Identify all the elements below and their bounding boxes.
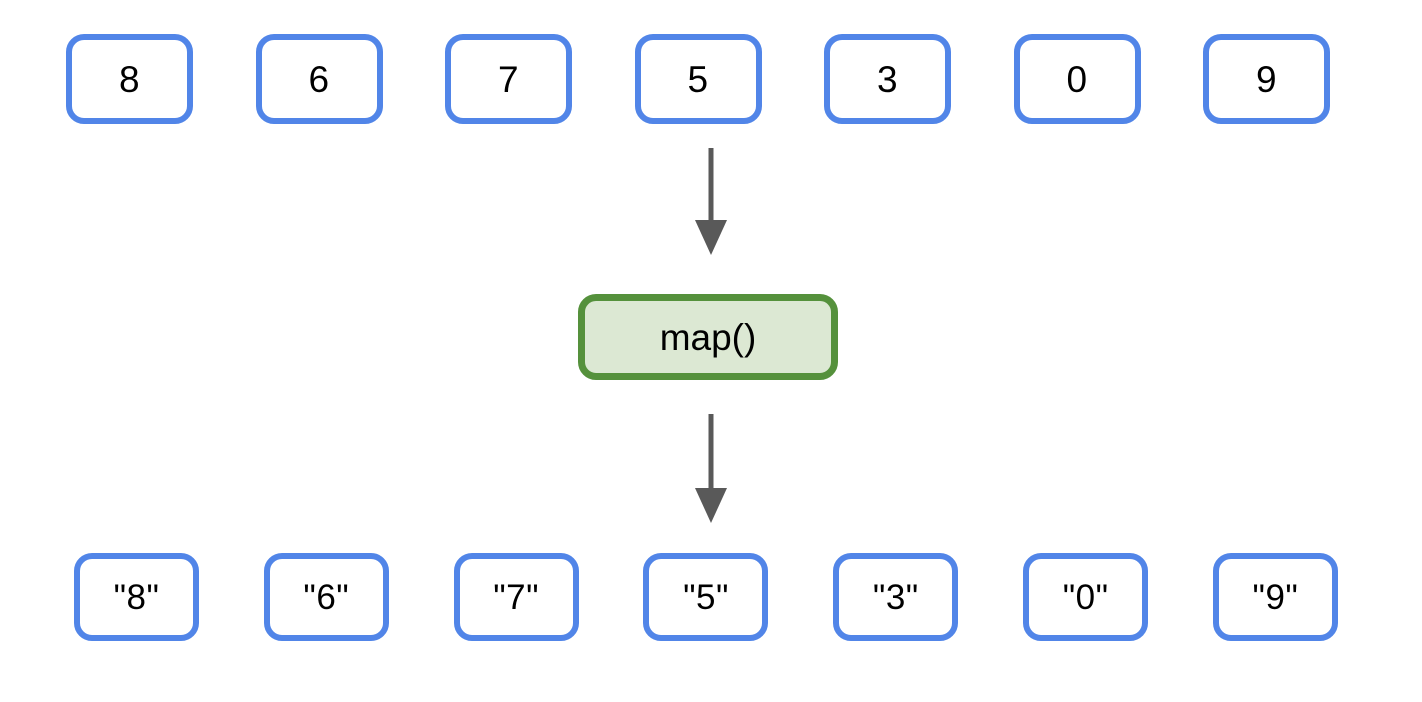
output-value-box: "8" [74,553,199,641]
output-value-box: "7" [453,553,579,641]
map-operator-label: map() [659,316,757,358]
output-value-box: "9" [1212,553,1338,641]
input-value-box: 5 [634,34,762,124]
input-value-box: 3 [824,34,951,124]
output-value-row: "8" "6" "7" "5" "3" "0" "9" [74,553,1338,641]
arrow-map-to-output [679,414,743,526]
input-value-row: 8 6 7 5 3 0 9 [66,34,1330,124]
input-value-box: 9 [1203,34,1330,124]
input-value-box: 8 [66,34,193,124]
map-operator-node: map() [578,294,838,380]
input-value-box: 7 [445,34,572,124]
arrow-input-to-map [679,148,743,258]
output-value-box: "5" [643,553,769,641]
input-value-box: 6 [255,34,383,124]
output-value-box: "0" [1023,553,1149,641]
output-value-box: "6" [263,553,389,641]
output-value-box: "3" [833,553,959,641]
input-value-box: 0 [1013,34,1141,124]
